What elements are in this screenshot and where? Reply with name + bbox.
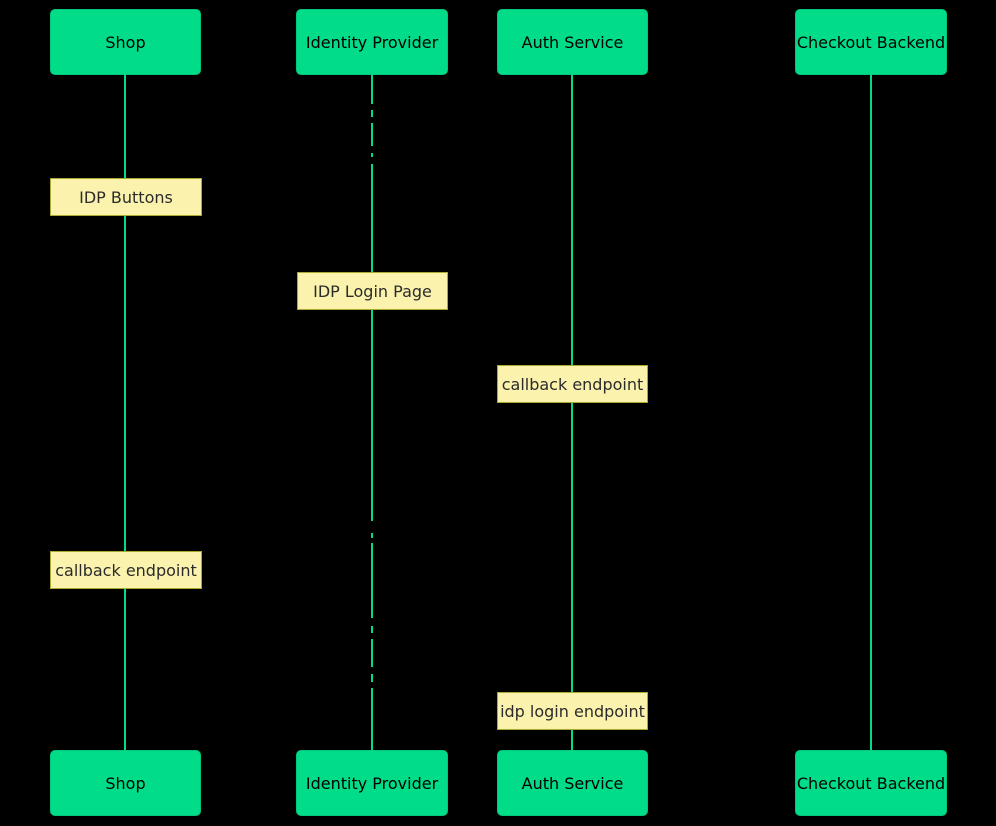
hidden-message-crossing xyxy=(366,538,378,543)
note-label: callback endpoint xyxy=(501,374,644,394)
hidden-message-crossing xyxy=(366,117,378,123)
note-callback-endpoint-auth: callback endpoint xyxy=(497,365,648,403)
note-label: IDP Login Page xyxy=(313,281,432,301)
actor-top-shop: Shop xyxy=(50,9,201,75)
lifeline-shop xyxy=(124,75,126,750)
actor-label: Checkout Backend xyxy=(796,773,946,793)
actor-bottom-auth-service: Auth Service xyxy=(497,750,648,816)
lifeline-auth-service xyxy=(571,75,573,750)
actor-label: Identity Provider xyxy=(305,32,439,52)
actor-label: Shop xyxy=(105,773,146,793)
hidden-message-crossing xyxy=(367,521,379,533)
actor-label: Shop xyxy=(105,32,146,52)
hidden-message-crossing xyxy=(366,633,378,639)
actor-label: Identity Provider xyxy=(305,773,439,793)
hidden-message-crossing xyxy=(366,104,378,110)
actor-top-checkout-backend: Checkout Backend xyxy=(795,9,947,75)
actor-label: Auth Service xyxy=(521,773,624,793)
note-label: callback endpoint xyxy=(55,560,197,580)
actor-bottom-identity-provider: Identity Provider xyxy=(296,750,448,816)
lifeline-identity-provider xyxy=(371,75,373,750)
actor-top-identity-provider: Identity Provider xyxy=(296,9,448,75)
note-label: IDP Buttons xyxy=(79,187,173,207)
note-idp-buttons: IDP Buttons xyxy=(50,178,202,216)
note-callback-endpoint-shop: callback endpoint xyxy=(50,551,202,589)
hidden-message-crossing xyxy=(366,682,378,688)
note-label: idp login endpoint xyxy=(500,701,645,721)
hidden-message-crossing xyxy=(367,618,379,626)
actor-bottom-checkout-backend: Checkout Backend xyxy=(795,750,947,816)
lifeline-checkout-backend xyxy=(870,75,872,750)
note-idp-login-page: IDP Login Page xyxy=(297,272,448,310)
actor-label: Auth Service xyxy=(521,32,624,52)
note-idp-login-endpoint: idp login endpoint xyxy=(497,692,648,730)
actor-top-auth-service: Auth Service xyxy=(497,9,648,75)
hidden-message-crossing xyxy=(366,146,378,153)
actor-label: Checkout Backend xyxy=(796,32,946,52)
hidden-message-crossing xyxy=(367,667,379,674)
hidden-message-crossing xyxy=(366,157,378,164)
actor-bottom-shop: Shop xyxy=(50,750,201,816)
